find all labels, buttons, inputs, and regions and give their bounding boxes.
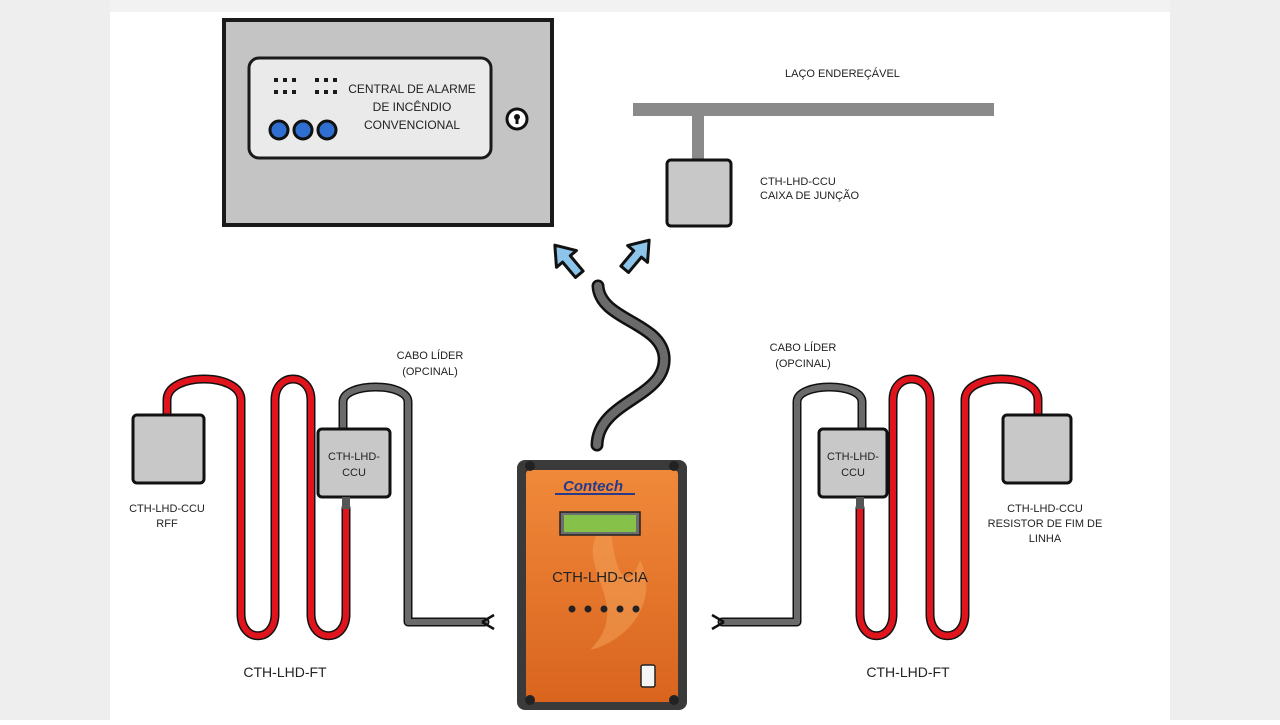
left-leader-cable bbox=[338, 382, 495, 631]
left-rff-label-line-1: CTH-LHD-CCU bbox=[129, 503, 205, 515]
panel-title-line-3: CONVENCIONAL bbox=[364, 118, 460, 132]
panel-buttons bbox=[268, 119, 338, 141]
left-cable-label: CTH-LHD-FT bbox=[243, 664, 327, 680]
screw-icon bbox=[525, 695, 535, 705]
left-ccu-label-line-2: CCU bbox=[342, 467, 366, 479]
right-cable-label: CTH-LHD-FT bbox=[866, 664, 950, 680]
left-leader-label-line-2: (OPCINAL) bbox=[402, 366, 458, 378]
right-eol-box bbox=[1001, 413, 1073, 485]
page-margin-left bbox=[0, 0, 110, 720]
junction-box: CTH-LHD-CCU CAIXA DE JUNÇÃO bbox=[665, 158, 859, 228]
left-rff-label-line-2: RFF bbox=[156, 518, 178, 530]
arrow-to-loop-icon bbox=[619, 238, 651, 274]
page-top-band bbox=[110, 0, 1170, 12]
panel-title-line-2: DE INCÊNDIO bbox=[373, 99, 452, 114]
left-ccu-label-line-1: CTH-LHD- bbox=[328, 451, 380, 463]
junction-box-name: CTH-LHD-CCU bbox=[760, 176, 836, 188]
fire-alarm-panel: CENTRAL DE ALARME DE INCÊNDIO CONVENCION… bbox=[222, 18, 554, 227]
screw-icon bbox=[525, 461, 535, 471]
controller-brand: Contech bbox=[563, 478, 623, 495]
controller-led-row bbox=[568, 605, 640, 613]
right-ccu-label-line-1: CTH-LHD- bbox=[827, 451, 879, 463]
screw-icon bbox=[669, 461, 679, 471]
flame-watermark-icon bbox=[590, 520, 647, 650]
panel-front-plate bbox=[247, 56, 493, 160]
left-ccu-box: CTH-LHD- CCU bbox=[316, 427, 392, 499]
left-heat-cable bbox=[162, 374, 351, 641]
brand-underline bbox=[555, 493, 635, 495]
left-cable-end-icon bbox=[481, 613, 495, 631]
right-leader-label-line-1: CABO LÍDER bbox=[770, 341, 837, 354]
left-ccu-connector bbox=[342, 497, 350, 509]
junction-box-desc: CAIXA DE JUNÇÃO bbox=[760, 189, 859, 202]
right-leader-cable bbox=[711, 382, 867, 631]
right-ccu-connector bbox=[856, 497, 864, 509]
panel-title-line-1: CENTRAL DE ALARME bbox=[348, 82, 476, 96]
right-eol-label-line-3: LINHA bbox=[1029, 533, 1062, 545]
right-leader-label-line-2: (OPCINAL) bbox=[775, 358, 831, 370]
lcd-display bbox=[564, 515, 636, 532]
left-leader-label-line-1: CABO LÍDER bbox=[397, 349, 464, 362]
controller-model: CTH-LHD-CIA bbox=[552, 569, 648, 586]
right-eol-label-line-2: RESISTOR DE FIM DE bbox=[988, 518, 1103, 530]
right-cable-end-icon bbox=[711, 613, 725, 631]
page-margin-right bbox=[1170, 0, 1280, 720]
left-rff-box bbox=[131, 413, 206, 485]
panel-led-dots bbox=[274, 78, 337, 94]
right-heat-cable bbox=[855, 374, 1043, 641]
key-lock-icon bbox=[505, 107, 529, 131]
right-ccu-box: CTH-LHD- CCU bbox=[817, 427, 889, 499]
right-eol-label-line-1: CTH-LHD-CCU bbox=[1007, 503, 1083, 515]
controller-switch bbox=[640, 664, 656, 688]
arrow-to-panel-icon bbox=[553, 243, 585, 279]
screw-icon bbox=[669, 695, 679, 705]
lhd-controller: Contech CTH-LHD-CIA bbox=[517, 460, 687, 710]
right-ccu-label-line-2: CCU bbox=[841, 467, 865, 479]
addressable-loop: LAÇO ENDEREÇÁVEL bbox=[633, 67, 994, 162]
loop-label: LAÇO ENDEREÇÁVEL bbox=[785, 67, 900, 80]
